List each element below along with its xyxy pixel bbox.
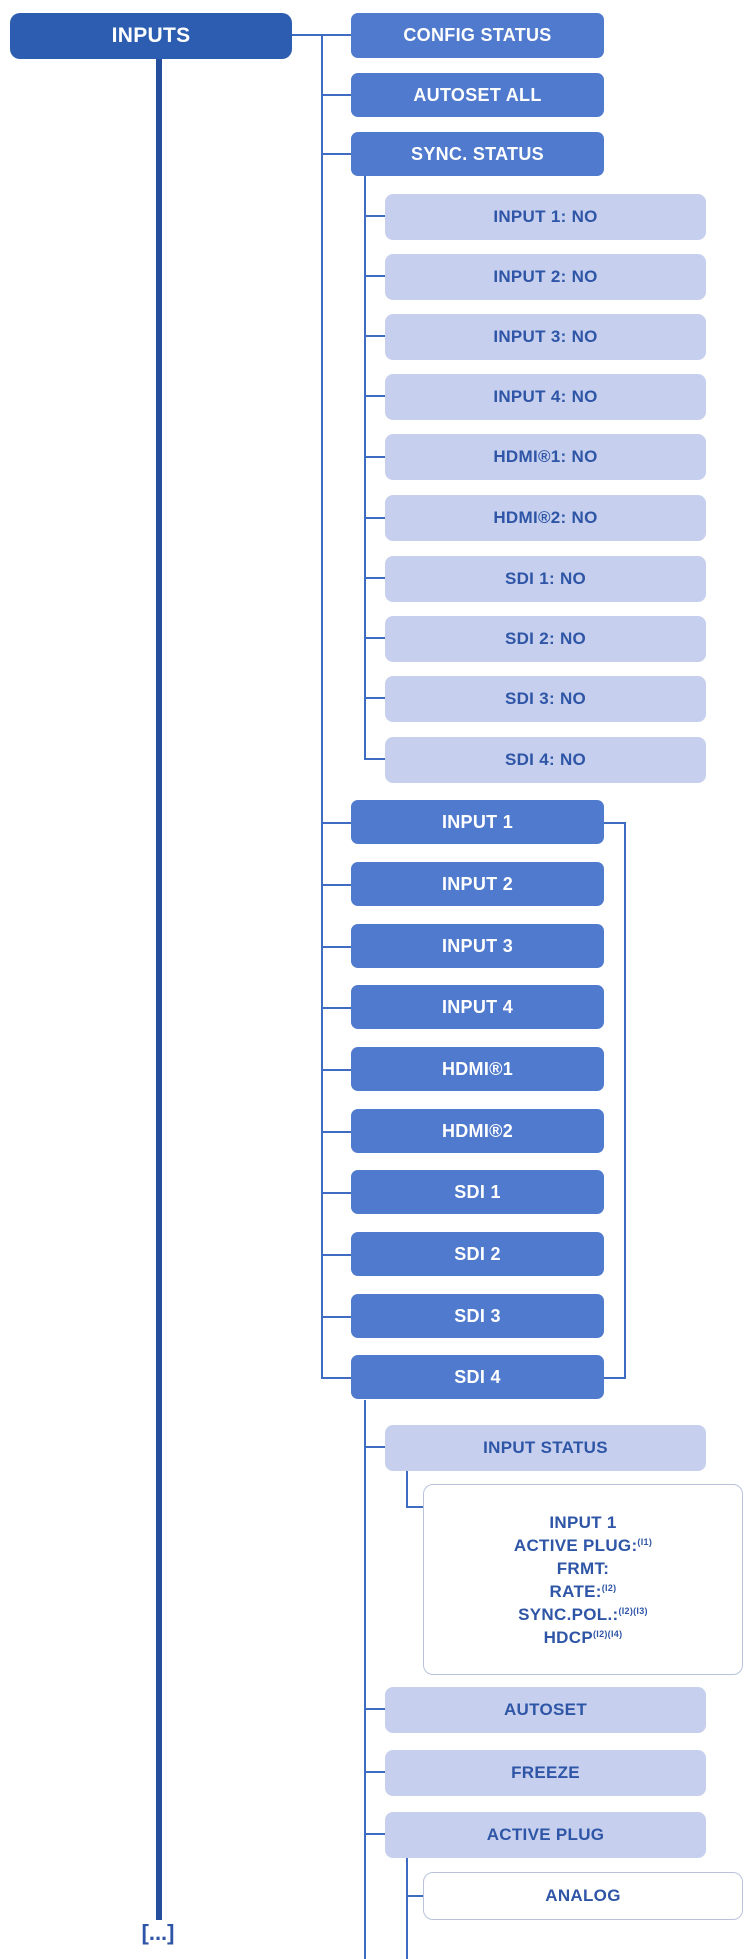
continuation-ellipsis: [...] <box>141 1920 175 1945</box>
tick-sdi-4 <box>321 1377 351 1379</box>
note-i2-i4: (I2)(I4) <box>592 1628 623 1639</box>
tick-sync-status <box>321 153 351 155</box>
status-sync-pol-label: SYNC.POL.: <box>518 1604 619 1624</box>
input-4-node[interactable]: INPUT 4 <box>351 985 604 1029</box>
input-status-detail-box: INPUT 1 ACTIVE PLUG:(I1) FRMT: RATE:(I2)… <box>423 1484 743 1675</box>
input-2-node[interactable]: INPUT 2 <box>351 862 604 906</box>
sync-status-trunk-line <box>364 174 366 759</box>
tick-sync-8 <box>364 637 385 639</box>
tick-sync-10 <box>364 758 385 760</box>
inputs-root-node[interactable]: INPUTS <box>10 13 292 59</box>
sync-input-1-node[interactable]: INPUT 1: NO <box>385 194 706 240</box>
inputs-bracket-top <box>604 822 626 824</box>
sync-sdi-4-node[interactable]: SDI 4: NO <box>385 737 706 783</box>
status-rate-label: RATE: <box>549 1581 602 1601</box>
status-line-active-plug: ACTIVE PLUG:(I1) <box>514 1534 652 1557</box>
tick-sync-9 <box>364 697 385 699</box>
root-trunk-line <box>156 59 162 1920</box>
hdmi-2-node[interactable]: HDMI®2 <box>351 1109 604 1153</box>
sync-sdi-1-node[interactable]: SDI 1: NO <box>385 556 706 602</box>
sync-sdi-3-node[interactable]: SDI 3: NO <box>385 676 706 722</box>
root-to-level1-line <box>292 34 322 36</box>
tick-sync-7 <box>364 577 385 579</box>
note-i2-i3: (I2)(I3) <box>618 1605 648 1616</box>
config-status-node[interactable]: CONFIG STATUS <box>351 13 604 58</box>
tick-input-1 <box>321 822 351 824</box>
tick-hdmi-2 <box>321 1131 351 1133</box>
status-hdcp-label: HDCP <box>543 1627 593 1647</box>
tick-hdmi-1 <box>321 1069 351 1071</box>
tick-input-4 <box>321 1007 351 1009</box>
tick-sdi-1 <box>321 1192 351 1194</box>
tick-freeze <box>364 1771 385 1773</box>
tick-sdi-3 <box>321 1316 351 1318</box>
inputs-bracket-vertical <box>624 822 626 1379</box>
active-plug-node[interactable]: ACTIVE PLUG <box>385 1812 706 1858</box>
status-line-frmt: FRMT: <box>556 1558 610 1578</box>
sync-input-4-node[interactable]: INPUT 4: NO <box>385 374 706 420</box>
analog-node[interactable]: ANALOG <box>423 1872 743 1920</box>
sync-input-3-node[interactable]: INPUT 3: NO <box>385 314 706 360</box>
input-submenu-trunk-line <box>364 1400 366 1959</box>
tick-sync-6 <box>364 517 385 519</box>
sync-hdmi-1-node[interactable]: HDMI®1: NO <box>385 434 706 480</box>
sdi-4-node[interactable]: SDI 4 <box>351 1355 604 1399</box>
active-plug-trunk-line <box>406 1856 408 1959</box>
inputs-bracket-bottom <box>604 1377 626 1379</box>
sdi-1-node[interactable]: SDI 1 <box>351 1170 604 1214</box>
sync-sdi-2-node[interactable]: SDI 2: NO <box>385 616 706 662</box>
status-line-hdcp: HDCP(I2)(I4) <box>544 1626 623 1649</box>
tick-sync-5 <box>364 456 385 458</box>
tick-autoset <box>364 1708 385 1710</box>
input-3-node[interactable]: INPUT 3 <box>351 924 604 968</box>
tick-sync-4 <box>364 395 385 397</box>
status-active-plug-label: ACTIVE PLUG: <box>513 1535 638 1555</box>
input-1-node[interactable]: INPUT 1 <box>351 800 604 844</box>
sdi-2-node[interactable]: SDI 2 <box>351 1232 604 1276</box>
input-status-detail-vertical <box>406 1468 408 1508</box>
tick-active-plug <box>364 1833 385 1835</box>
tick-input-status <box>364 1446 385 1448</box>
tick-sync-1 <box>364 215 385 217</box>
sdi-3-node[interactable]: SDI 3 <box>351 1294 604 1338</box>
hdmi-1-node[interactable]: HDMI®1 <box>351 1047 604 1091</box>
autoset-node[interactable]: AUTOSET <box>385 1687 706 1733</box>
note-i2-rate: (I2) <box>601 1582 617 1593</box>
level1-trunk-line <box>321 34 323 1379</box>
input-status-detail-tick <box>406 1506 423 1508</box>
autoset-all-node[interactable]: AUTOSET ALL <box>351 73 604 117</box>
status-line-input: INPUT 1 <box>549 1512 617 1532</box>
status-line-sync-pol: SYNC.POL.:(I2)(I3) <box>518 1603 648 1626</box>
tick-sync-3 <box>364 335 385 337</box>
tick-sync-2 <box>364 275 385 277</box>
status-line-rate: RATE:(I2) <box>550 1580 617 1603</box>
input-status-node[interactable]: INPUT STATUS <box>385 1425 706 1471</box>
sync-status-node[interactable]: SYNC. STATUS <box>351 132 604 176</box>
sync-hdmi-2-node[interactable]: HDMI®2: NO <box>385 495 706 541</box>
freeze-node[interactable]: FREEZE <box>385 1750 706 1796</box>
tick-input-2 <box>321 884 351 886</box>
tick-autoset-all <box>321 94 351 96</box>
tick-analog <box>406 1895 423 1897</box>
tick-config-status <box>321 34 351 36</box>
tick-input-3 <box>321 946 351 948</box>
note-i1: (I1) <box>637 1536 653 1547</box>
sync-input-2-node[interactable]: INPUT 2: NO <box>385 254 706 300</box>
tick-sdi-2 <box>321 1254 351 1256</box>
